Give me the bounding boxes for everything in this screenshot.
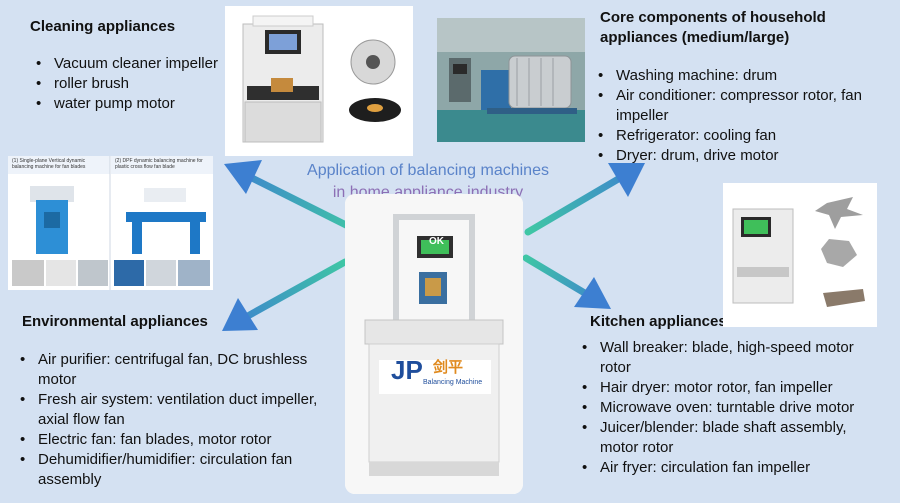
core-heading: Core components of household appliances … <box>600 8 826 48</box>
core-factory-photo <box>437 18 585 142</box>
list-item: water pump motor <box>28 94 218 114</box>
cleaning-heading: Cleaning appliances <box>30 18 176 35</box>
list-item: Microwave oven: turntable drive motor <box>574 398 854 418</box>
core-heading-line-1: Core components of household <box>600 9 826 26</box>
brand-logo-chinese: 剑平 <box>433 359 464 376</box>
list-item: Fresh air system: ventilation duct impel… <box>12 390 317 430</box>
list-item: Refrigerator: cooling fan <box>590 126 862 146</box>
arrow-to-cleaning <box>224 160 364 236</box>
environmental-list: Air purifier: centrifugal fan, DC brushl… <box>12 350 317 490</box>
arrow-to-kitchen <box>522 254 611 309</box>
kitchen-machine-photo <box>723 183 877 327</box>
cleaning-machine-illustration <box>225 6 413 156</box>
list-item: Vacuum cleaner impeller <box>28 54 218 74</box>
brand-logo-letters: JP <box>391 355 423 385</box>
center-machine-illustration <box>345 194 523 494</box>
list-item: Juicer/blender: blade shaft assembly,mot… <box>574 418 854 458</box>
arrow-to-environmental <box>222 258 349 331</box>
kitchen-heading: Kitchen appliances <box>590 313 727 330</box>
list-item: Wall breaker: blade, high-speed motorrot… <box>574 338 854 378</box>
cleaning-machine-photo <box>225 6 413 156</box>
list-item: Air purifier: centrifugal fan, DC brushl… <box>12 350 317 390</box>
arrow-to-core <box>524 163 645 236</box>
title-line-1: Application of balancing machines <box>307 162 549 179</box>
core-list: Washing machine: drum Air conditioner: c… <box>590 66 862 166</box>
list-item: Electric fan: fan blades, motor rotor <box>12 430 317 450</box>
list-item: Air conditioner: compressor rotor, fanim… <box>590 86 862 126</box>
list-item: Dryer: drum, drive motor <box>590 146 862 166</box>
env-caption-right: (2) DPF dynamic balancing machine for pl… <box>115 158 203 170</box>
machine-screen-text: OK <box>429 236 444 247</box>
cleaning-list: Vacuum cleaner impeller roller brush wat… <box>28 54 218 114</box>
kitchen-list: Wall breaker: blade, high-speed motorrot… <box>574 338 854 478</box>
list-item: Dehumidifier/humidifier: circulation fan… <box>12 450 317 490</box>
list-item: Hair dryer: motor rotor, fan impeller <box>574 378 854 398</box>
environmental-illustration <box>8 156 213 290</box>
kitchen-illustration <box>723 183 877 327</box>
list-item: Washing machine: drum <box>590 66 862 86</box>
core-heading-line-2: appliances (medium/large) <box>600 29 790 46</box>
factory-illustration <box>437 18 585 142</box>
environmental-heading: Environmental appliances <box>22 313 208 330</box>
environmental-machines-photo: (1) Single-plane Vertical dynamic balanc… <box>8 156 213 290</box>
env-caption-left: (1) Single-plane Vertical dynamic balanc… <box>12 158 86 170</box>
center-machine-photo: JP 剑平 Balancing Machine OK <box>345 194 523 494</box>
brand-logo-subtitle: Balancing Machine <box>423 379 483 386</box>
list-item: Air fryer: circulation fan impeller <box>574 458 854 478</box>
list-item: roller brush <box>28 74 218 94</box>
